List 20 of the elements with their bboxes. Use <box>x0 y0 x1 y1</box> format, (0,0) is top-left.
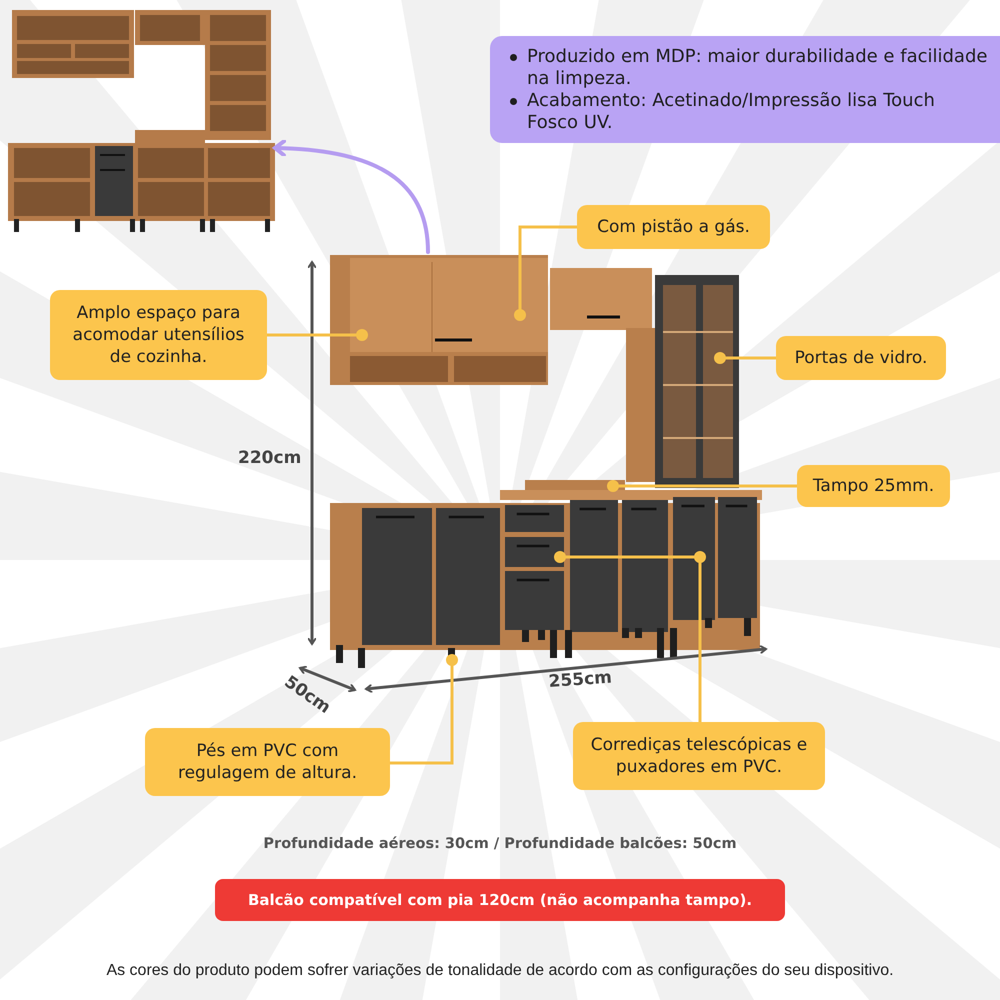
callout-box: Portas de vidro. <box>776 336 946 380</box>
depth-note: Profundidade aéreos: 30cm / Profundidade balcões: 50cm <box>262 836 738 852</box>
info-box <box>490 36 1000 143</box>
callout-box: Corrediças telescópicas e puxadores em PVC. <box>573 722 825 790</box>
dimension-label: 255cm <box>548 668 613 692</box>
leader-line <box>714 352 778 364</box>
callout-box: Amplo espaço para acomodar utensílios de cozinha. <box>50 290 267 380</box>
leader-line <box>514 226 578 321</box>
leader-line <box>607 480 798 492</box>
curved-arrow <box>273 139 430 254</box>
callout-box: Com pistão a gás. <box>577 205 770 249</box>
dimension-label: 220cm <box>238 448 302 468</box>
callout-box: Tampo 25mm. <box>797 465 950 507</box>
bullet-text: Acabamento: Acetinado/Impressão lisa Touch Fosco UV. <box>527 90 936 134</box>
footer-note: As cores do produto podem sofrer variações de tonalidade de acordo com as configurações do seu dispositivo. <box>105 962 895 980</box>
leader-line <box>388 654 458 764</box>
warning-banner: Balcão compatível com pia 120cm (não acompanha tampo). <box>215 879 785 921</box>
callout-box: Pés em PVC com regulagem de altura. <box>145 728 390 796</box>
bullet-text: Produzido em MDP: maior durabilidade e facilidade na limpeza. <box>527 46 988 90</box>
leader-line <box>266 329 368 341</box>
